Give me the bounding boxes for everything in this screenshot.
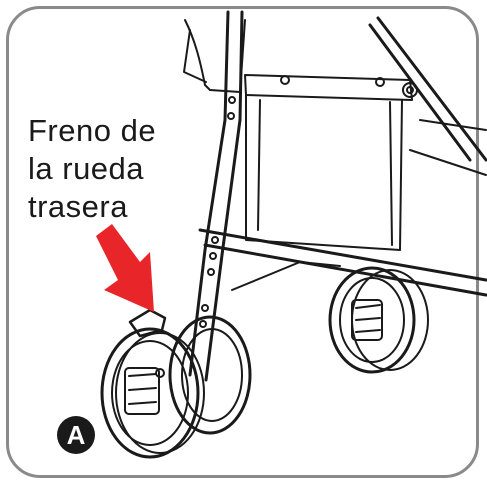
brake-caption: Freno de la rueda trasera — [28, 112, 156, 226]
red-arrow-icon — [96, 224, 154, 312]
caption-line-1: Freno de — [28, 113, 157, 148]
right-wheel — [328, 266, 429, 374]
rear-leg — [188, 10, 230, 377]
seat-fabric — [184, 19, 246, 93]
inner-wheel — [168, 315, 252, 435]
bottom-bar — [198, 228, 487, 282]
caption-line-3: trasera — [28, 189, 128, 224]
caption-line-2: la rueda — [28, 151, 145, 186]
step-badge: A — [57, 416, 95, 454]
left-wheel — [100, 327, 205, 459]
rear-tube — [376, 16, 487, 162]
basket-panel — [244, 74, 413, 101]
brake-pedal — [128, 308, 167, 338]
